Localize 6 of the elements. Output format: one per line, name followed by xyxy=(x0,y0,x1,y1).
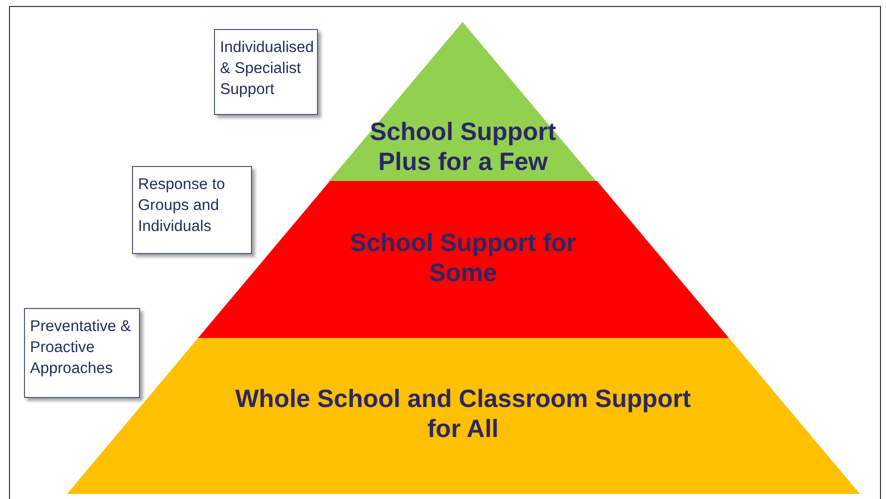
label-box: Preventative & Proactive Approaches xyxy=(24,308,140,398)
tier-label: Whole School and Classroom Support for All xyxy=(234,384,692,444)
tier-label: School Support for Some xyxy=(348,228,578,288)
label-box: Individualised & Specialist Support xyxy=(214,29,318,115)
tier-label: School Support Plus for a Few xyxy=(368,117,558,177)
label-box: Response to Groups and Individuals xyxy=(132,166,252,254)
